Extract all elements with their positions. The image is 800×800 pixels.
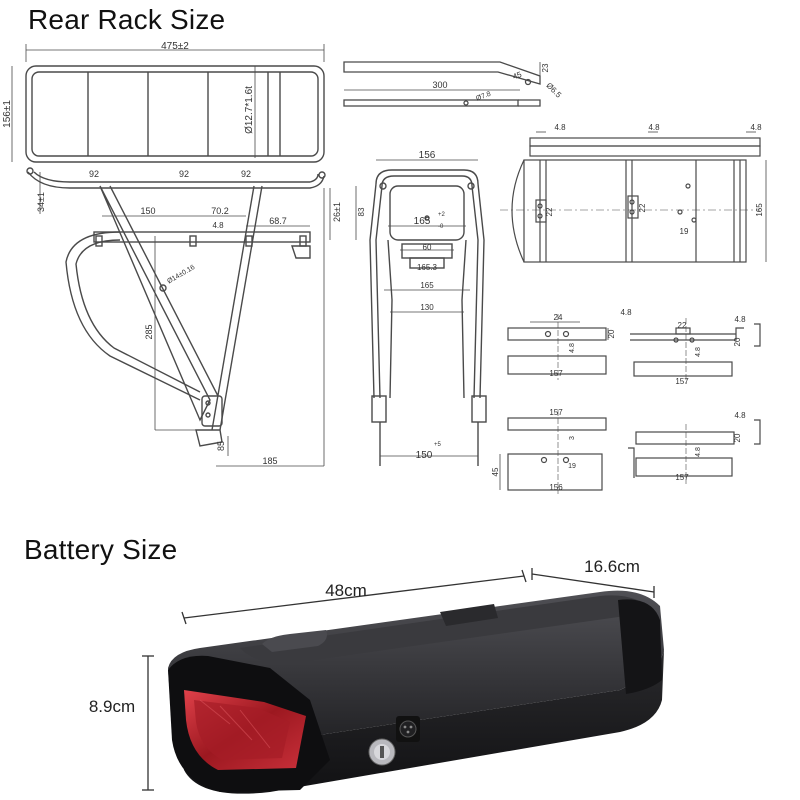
dim-4-8-b2: 4.8 (620, 308, 632, 317)
dim-seg-2: 92 (179, 169, 189, 179)
dim-top-4-8-a: 4.8 (554, 123, 566, 132)
rack-front-view (355, 159, 487, 466)
dim-tol-5: +5 (434, 442, 442, 448)
rear-rack-heading: Rear Rack Size (28, 4, 226, 35)
dim-300: 300 (432, 80, 447, 90)
plate-top-detail (500, 131, 767, 263)
dim-156-b: 156 (549, 483, 563, 492)
dim-45-b: 45 (491, 467, 500, 476)
dim-3: 3 (569, 436, 576, 440)
dim-tol-0: -0 (438, 224, 444, 230)
dim-68: 68.7 (269, 216, 287, 226)
rack-side-view (26, 167, 331, 467)
dim-top-4-8-b: 4.8 (648, 123, 660, 132)
dim-front-width: 156 (419, 150, 436, 161)
dim-165-3: 165.3 (417, 263, 438, 272)
dim-23: 23 (541, 63, 550, 72)
dim-top-4-8-c: 4.8 (750, 123, 762, 132)
rail-detail (343, 61, 541, 107)
dim-157-a: 157 (549, 369, 563, 378)
dim-22-c: 22 (678, 321, 687, 330)
rack-top-view (11, 44, 325, 163)
dim-157-b: 157 (675, 377, 689, 386)
dim-130: 130 (420, 303, 434, 312)
dim-seg-1: 92 (89, 169, 99, 179)
dim-150: 150 (140, 206, 155, 216)
battery-width: 16.6cm (584, 557, 640, 576)
dim-150-b: 150 (416, 450, 433, 461)
dim-7-8: Ø7.8 (475, 91, 492, 103)
dim-285: 285 (144, 324, 154, 339)
dim-83: 83 (357, 207, 366, 216)
dim-165-b: 165 (420, 281, 434, 290)
bracket-details (499, 314, 761, 494)
dim-tube: Ø12.7*1.6t (244, 86, 255, 134)
dim-4-8-b6: 4.8 (695, 447, 702, 457)
dim-seg-3: 92 (241, 169, 251, 179)
battery-length: 48cm (325, 581, 367, 600)
dim-85: 85 (216, 441, 226, 451)
dim-4-8-b3: 4.8 (734, 315, 746, 324)
dim-22-b: 22 (638, 203, 647, 212)
dim-22-a: 22 (545, 207, 554, 216)
dim-165-plate: 165 (755, 203, 764, 217)
dim-19-a: 19 (680, 227, 689, 236)
dim-4-8-b1: 4.8 (569, 343, 576, 353)
dim-165: 165 (414, 216, 431, 227)
dim-24: 24 (554, 313, 563, 322)
dim-60: 60 (423, 243, 432, 252)
dim-185: 185 (262, 456, 277, 466)
dim-19-b: 19 (568, 463, 576, 470)
battery-dimension-lines (142, 568, 655, 791)
dim-45: 45 (511, 70, 523, 82)
dim-20-b: 20 (733, 337, 742, 346)
dim-hole: Ø14±0.16 (166, 264, 196, 285)
dim-26: 26±1 (332, 202, 342, 222)
dim-157-c: 157 (549, 408, 563, 417)
dim-tol-2: +2 (438, 212, 446, 218)
battery-height: 8.9cm (89, 697, 135, 716)
battery-heading: Battery Size (24, 534, 178, 565)
dim-length: 475±2 (161, 41, 189, 52)
dim-4-8-b4: 4.8 (695, 347, 702, 357)
dim-4-8: 4.8 (212, 221, 224, 230)
dim-157-d: 157 (675, 473, 689, 482)
dim-width: 156±1 (2, 100, 13, 128)
dim-4-8-b5: 4.8 (734, 411, 746, 420)
dim-20-c: 20 (733, 433, 742, 442)
dim-70: 70.2 (211, 206, 229, 216)
dim-20-a: 20 (607, 329, 616, 338)
dim-side-height: 34±1 (36, 192, 46, 212)
battery-pack (168, 590, 664, 794)
dim-6-5: Ø6.5 (544, 81, 563, 100)
